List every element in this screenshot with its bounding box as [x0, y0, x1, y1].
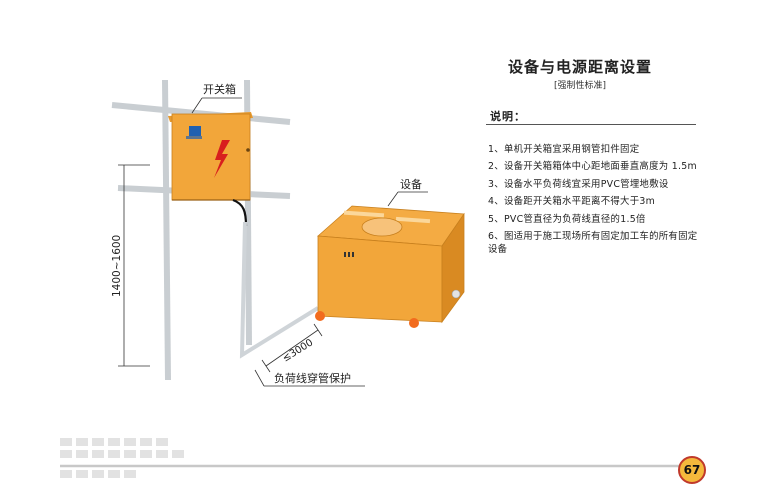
- logo-icon: [186, 126, 202, 139]
- notes-heading: 说明：: [490, 110, 526, 123]
- note-item: 1、单机开关箱宜采用钢管扣件固定: [488, 144, 640, 155]
- note-item: 2、设备开关箱箱体中心距地面垂直高度为 1.5m: [488, 161, 697, 173]
- pvc-conduit: [239, 221, 320, 359]
- distance-dim-label: ≤3000: [281, 337, 316, 364]
- distance-dimension: [261, 323, 323, 373]
- conduit-label: 负荷线穿管保护: [274, 371, 351, 385]
- note-item: 3、设备水平负荷线宜采用PVC管埋地敷设: [488, 178, 669, 190]
- switch-box: [168, 112, 253, 201]
- notes-list: 1、单机开关箱宜采用钢管扣件固定 2、设备开关箱箱体中心距地面垂直高度为 1.5…: [488, 143, 703, 261]
- footer-decoration: [60, 438, 690, 478]
- height-dimension: [118, 164, 150, 367]
- lightning-icon: [214, 140, 230, 178]
- wheel-front-right: [409, 318, 419, 328]
- note-item: 6、图适用于施工现场所有固定加工车的所有固定设备: [488, 231, 698, 256]
- equipment-hatch: [361, 217, 403, 237]
- height-dim-label: 1400~1600: [111, 235, 123, 297]
- notes-divider: [486, 124, 696, 125]
- note-item: 5、PVC管直径为负荷线直径的1.5倍: [488, 213, 646, 225]
- scaffold-pole-left: [162, 79, 171, 381]
- page-title: 设备与电源距离设置: [507, 58, 652, 76]
- wheel-back: [451, 289, 461, 299]
- equipment: [315, 205, 465, 328]
- equipment-label: 设备: [400, 177, 422, 191]
- page-number: 67: [678, 456, 706, 484]
- note-item: 4、设备距开关箱水平距离不得大于3m: [488, 196, 656, 208]
- scaffold-bar-top: [111, 102, 291, 125]
- indicator-lights: [344, 252, 354, 257]
- leader-lines: [191, 97, 428, 387]
- page-subtitle: [强制性标准]: [553, 81, 607, 91]
- switch-box-label: 开关箱: [203, 82, 236, 96]
- wheel-front-left: [315, 311, 325, 321]
